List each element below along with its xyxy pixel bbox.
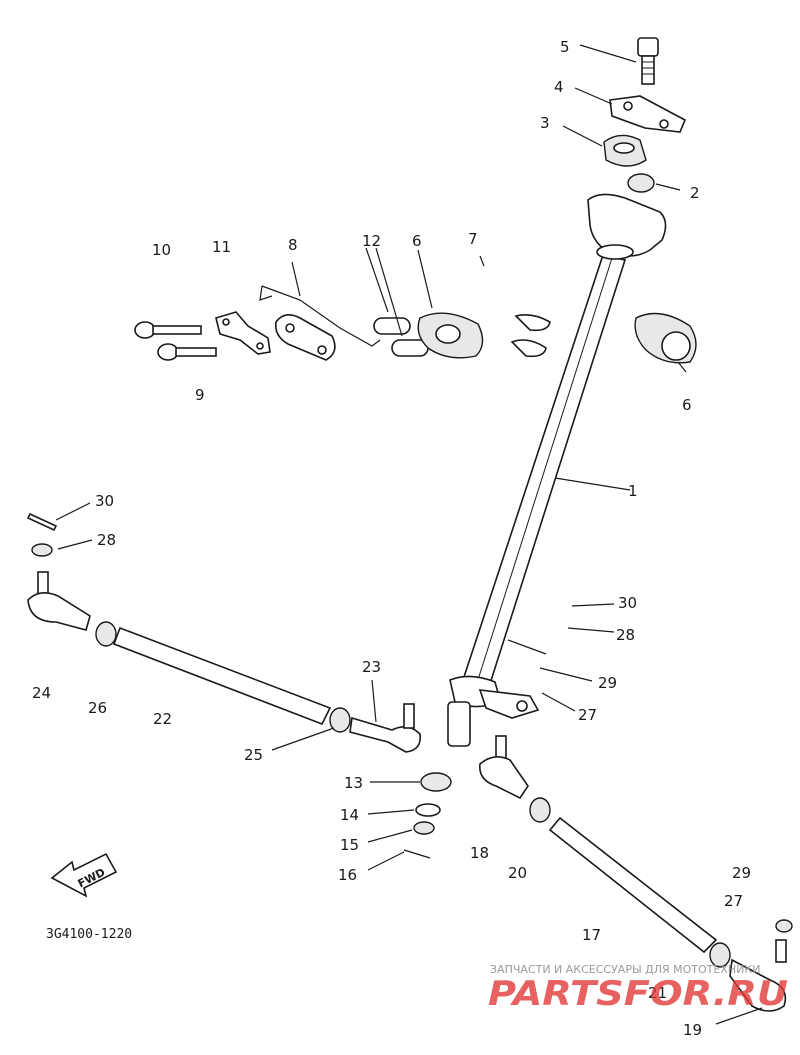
- label-27a: 27: [578, 706, 597, 724]
- arm-8: [274, 314, 336, 361]
- tie-rod-end-23: [349, 679, 422, 753]
- tie-rod-end-18: [479, 735, 529, 800]
- cotter-pin-16: [367, 849, 431, 871]
- watermark-brand: PARTSFOR.RU: [488, 974, 788, 1014]
- locknut-25: [271, 707, 351, 751]
- label-15: 15: [340, 836, 359, 854]
- bolt-10: [134, 321, 202, 339]
- clips-7: [479, 255, 551, 358]
- label-2: 2: [690, 184, 700, 202]
- bolt-5: [637, 37, 659, 85]
- tie-rod-end-19: [715, 939, 787, 1025]
- label-5: 5: [560, 38, 570, 56]
- cotter-pin-30-left: [26, 502, 91, 532]
- plate-4: [609, 95, 687, 133]
- label-17: 17: [582, 926, 601, 944]
- leader-8: [291, 261, 301, 297]
- rod-8: [259, 285, 381, 347]
- nut-15: [367, 821, 435, 843]
- bushing-6-left: [417, 249, 484, 359]
- watermark-tagline: ЗАПЧАСТИ И АКСЕССУАРЫ ДЛЯ МОТОТЕХНИКИ: [490, 963, 760, 976]
- column-holder-upper: [587, 193, 667, 260]
- label-13: 13: [344, 774, 363, 792]
- collars-12: [365, 247, 429, 357]
- label-28b: 28: [616, 626, 635, 644]
- label-1: 1: [628, 482, 638, 500]
- locknut-20: [529, 797, 551, 823]
- locknut-21: [709, 942, 731, 968]
- label-25: 25: [244, 746, 263, 764]
- tie-rod-17: [548, 816, 718, 954]
- lower-collar: [447, 675, 540, 747]
- watermark: ЗАПЧАСТИ И АКСЕССУАРЫ ДЛЯ МОТОТЕХНИКИ PA…: [488, 963, 788, 1014]
- label-18: 18: [470, 844, 489, 862]
- bushing-2: [627, 173, 655, 193]
- label-3: 3: [540, 114, 550, 132]
- label-7: 7: [468, 230, 478, 248]
- label-30b: 30: [618, 594, 637, 612]
- label-11: 11: [212, 238, 231, 256]
- label-14: 14: [340, 806, 359, 824]
- label-27b: 27: [724, 892, 743, 910]
- label-9: 9: [195, 386, 205, 404]
- bolt-9: [157, 343, 217, 361]
- label-30a: 30: [95, 492, 114, 510]
- holder-3: [603, 134, 647, 167]
- tie-rod-end-24: [27, 571, 91, 631]
- fwd-arrow: FWD: [50, 852, 118, 898]
- drawing-code: 3G4100-1220: [46, 927, 132, 942]
- label-8: 8: [288, 236, 298, 254]
- label-12: 12: [362, 232, 381, 250]
- bracket-11: [215, 311, 271, 355]
- label-16: 16: [338, 866, 357, 884]
- dust-seal-13: [370, 772, 452, 792]
- label-19: 19: [683, 1021, 702, 1039]
- label-28a: 28: [97, 531, 116, 549]
- label-21: 21: [648, 984, 667, 1002]
- label-23: 23: [362, 658, 381, 676]
- label-20: 20: [508, 864, 527, 882]
- label-6b: 6: [682, 396, 692, 414]
- washer-14: [367, 803, 441, 817]
- nut-28-left: [31, 539, 93, 557]
- label-22: 22: [153, 710, 172, 728]
- leader-lines: [507, 44, 687, 712]
- label-6a: 6: [412, 232, 422, 250]
- locknut-26: [95, 621, 117, 647]
- label-29a: 29: [598, 674, 617, 692]
- nut-27-right: [775, 919, 793, 933]
- label-4: 4: [554, 78, 564, 96]
- tie-rod-22: [112, 626, 332, 726]
- label-29b: 29: [732, 864, 751, 882]
- label-26: 26: [88, 699, 107, 717]
- label-24: 24: [32, 684, 51, 702]
- bushing-6-right: [634, 312, 697, 364]
- label-10: 10: [152, 241, 171, 259]
- part-labels: 5 4 3 2 10 11 8 12 6 7 9 6 1 30 28 24 26…: [32, 38, 751, 1039]
